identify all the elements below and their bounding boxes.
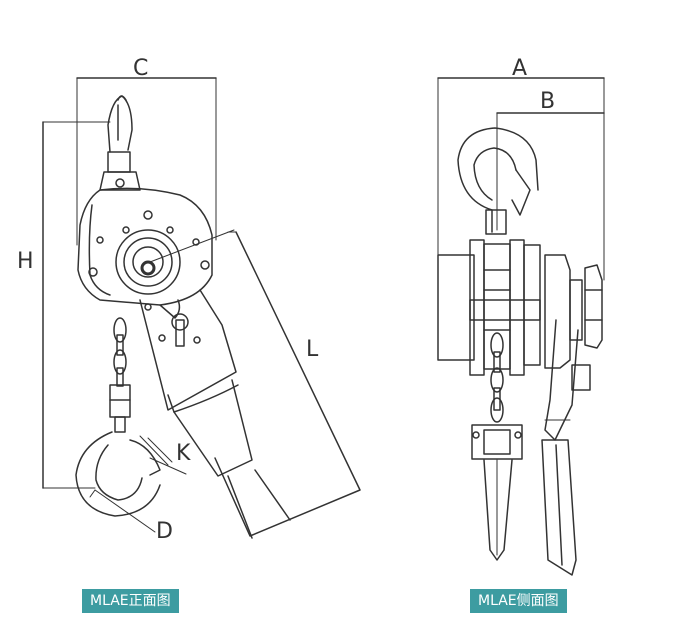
dimension-d-label: D [156, 519, 173, 544]
dimension-k: K [149, 441, 191, 475]
lever-handle [139, 229, 361, 539]
side-chain [490, 332, 504, 423]
top-hook [99, 95, 141, 191]
dimension-l-label: L [306, 337, 319, 362]
dimension-h-label: H [17, 249, 34, 274]
bottom-hook [75, 431, 173, 517]
dimension-c: C [76, 56, 217, 246]
dimension-h: H [17, 121, 111, 489]
side-body [437, 239, 603, 376]
side-top-hook [457, 127, 539, 235]
load-chain [109, 317, 131, 433]
front-view-caption: MLAE正面图 [82, 589, 179, 613]
dimension-c-label: C [133, 56, 148, 81]
dimension-a: A [437, 56, 605, 361]
dimension-b: B [496, 89, 605, 231]
dimension-b-label: B [540, 89, 555, 114]
side-bottom-hook [471, 424, 523, 561]
dimension-k-label: K [176, 441, 191, 466]
dimension-a-label: A [512, 56, 527, 81]
side-lever-handle [541, 319, 591, 576]
side-view: A B [437, 56, 605, 576]
side-view-caption: MLAE侧面图 [470, 589, 567, 613]
hoist-body [77, 187, 213, 311]
dimension-d: D [89, 489, 173, 544]
front-view: C H [17, 56, 361, 544]
